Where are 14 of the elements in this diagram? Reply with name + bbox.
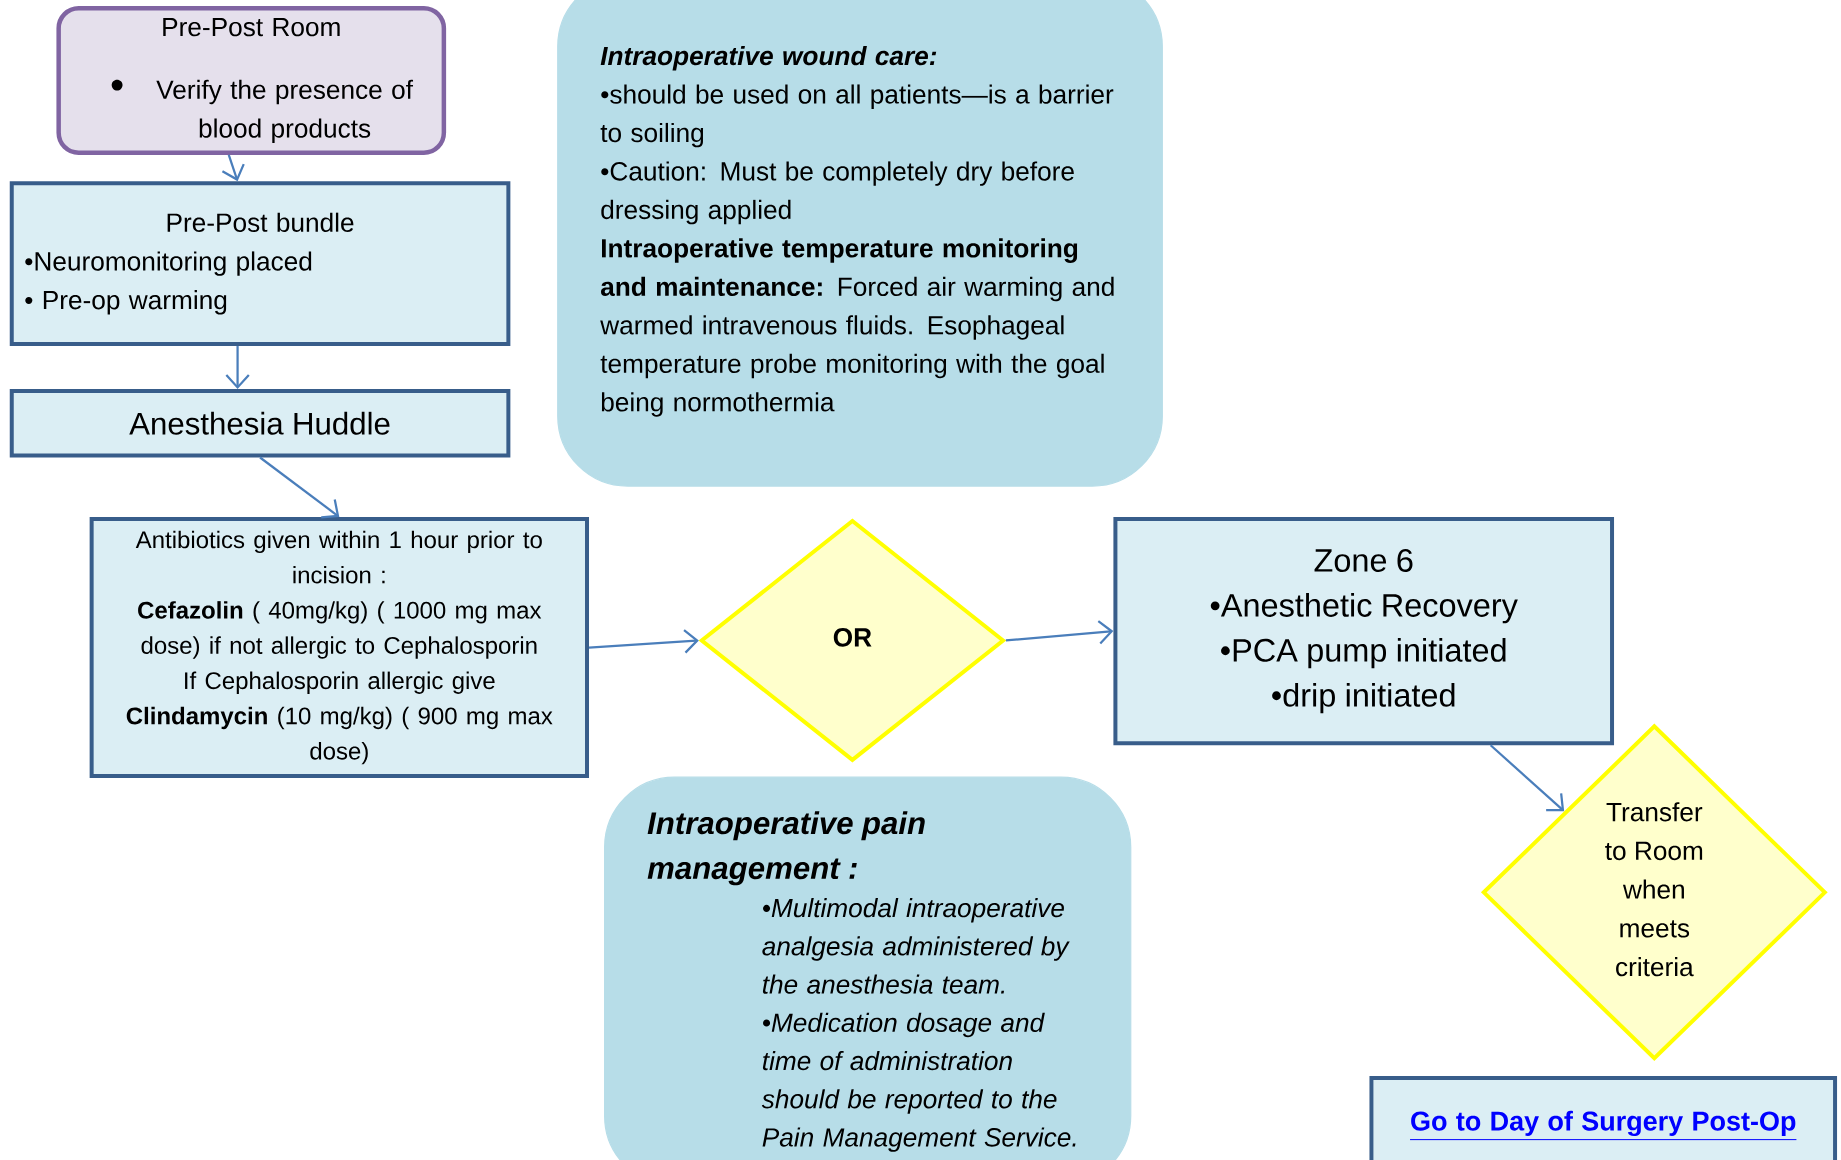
arrow [259, 456, 340, 519]
process-box: Anesthesia Huddle [9, 389, 511, 458]
note-box: Intraoperative wound care: •should be used on all patients—is a barrier to soiling •Caution: Must be completely dry before dressing applied Intraoperative temperature monitoring and maintenance: Forced air warming and warmed intravenous fluids. Esophageal temperature probe monitoring with the goal being normothermia [557, 0, 1163, 487]
arrow [1489, 744, 1565, 812]
note-box: Intraoperative pain management : •Multimodal intraoperative analgesia administered by the anesthesia team. •Medication dosage and time of administration should be reported to the Pain Management Service. [604, 776, 1132, 1160]
arrow [1005, 620, 1114, 645]
arrow [221, 154, 245, 182]
process-box: Antibiotics given within 1 hour prior to incision : Cefazolin ( 40mg/kg) ( 1000 mg max dose) if not allergic to Cephalosporin If Cephalosporin allergic give Clindamycin (10 mg/kg) ( 900 mg max dose) [89, 517, 589, 779]
arrow [225, 346, 250, 390]
process-box: Zone 6 •Anesthetic Recovery •PCA pump initiated •drip initiated [1113, 516, 1615, 746]
arrow [588, 629, 699, 654]
process-box: Pre-Post bundle •Neuromonitoring placed • Pre-op warming [9, 181, 511, 347]
link-box: Go to Day of Surgery Post-Op [1369, 1075, 1838, 1160]
process-box: Pre-Post Room • Verify the presence of blood products [56, 6, 447, 155]
